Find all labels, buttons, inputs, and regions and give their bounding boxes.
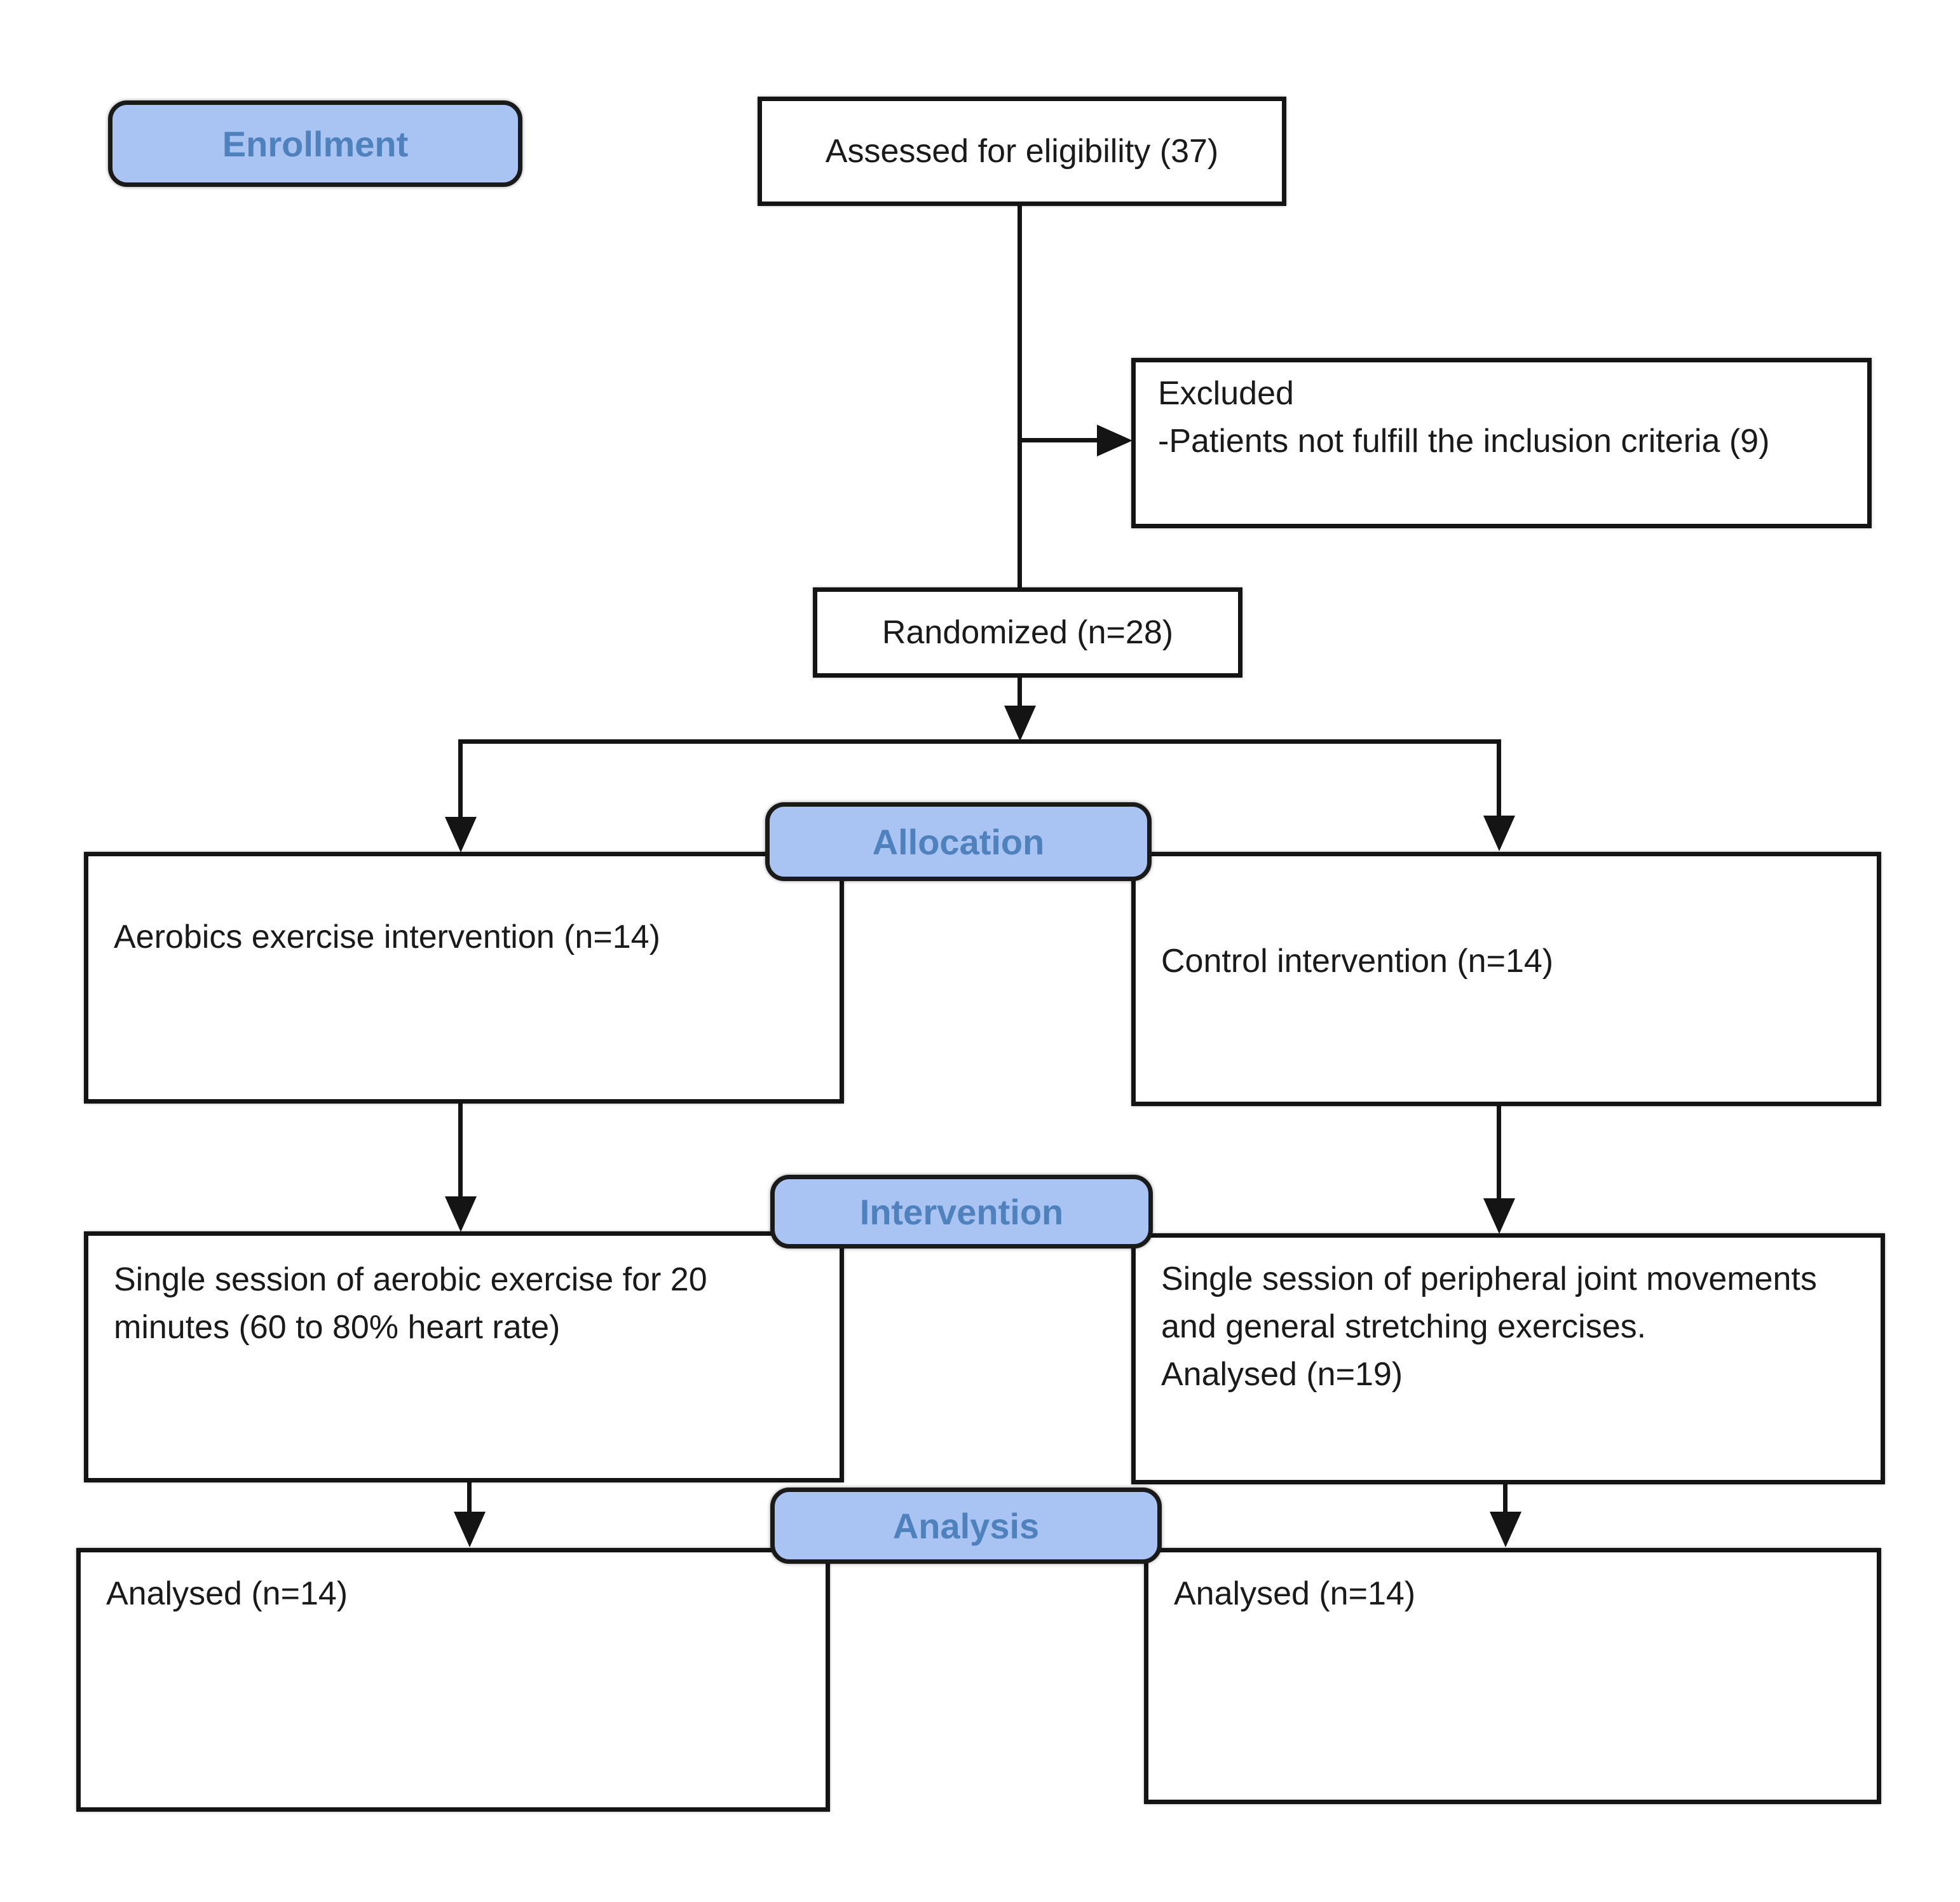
connector-randomized-to-split (1017, 676, 1022, 709)
excluded-title: Excluded (1158, 375, 1294, 412)
connector-allocation-to-intervention-right (1497, 1105, 1501, 1200)
connector-allocation-to-intervention-left (458, 1102, 463, 1198)
intervention-left-line-1: Single session of aerobic exercise for 2… (114, 1261, 707, 1298)
connector-intervention-to-analysed-right (1503, 1483, 1507, 1515)
allocation-stage-pill: Allocation (765, 802, 1152, 881)
connector-intervention-to-analysed-left (467, 1481, 472, 1514)
arrowhead-into-excluded (1097, 425, 1133, 456)
intervention-right-line-2: and general stretching exercises. (1161, 1308, 1647, 1345)
arrowhead-into-intervention-right (1483, 1198, 1515, 1234)
allocation-stage-label: Allocation (872, 821, 1045, 862)
analysis-stage-pill: Analysis (770, 1488, 1162, 1564)
arrowhead-into-intervention-left (445, 1196, 477, 1232)
intervention-right-line-3: Analysed (n=19) (1161, 1355, 1403, 1393)
excluded-box: Excluded -Patients not fulfill the inclu… (1131, 358, 1872, 528)
intervention-left-box: Single session of aerobic exercise for 2… (84, 1231, 844, 1482)
randomized-box: Randomized (n=28) (813, 587, 1242, 678)
allocation-right-text: Control intervention (n=14) (1161, 943, 1554, 980)
assessed-eligibility-box: Assessed for eligibility (37) (758, 97, 1286, 206)
arrowhead-onto-split-line (1004, 706, 1036, 741)
allocation-left-box: Aerobics exercise intervention (n=14) (84, 852, 844, 1104)
analysed-right-text: Analysed (n=14) (1174, 1575, 1416, 1612)
allocation-right-box: Control intervention (n=14) (1131, 852, 1881, 1106)
connector-assessed-to-randomized (1017, 205, 1022, 589)
intervention-stage-pill: Intervention (770, 1175, 1153, 1249)
connector-to-excluded (1017, 438, 1100, 442)
enrollment-stage-pill: Enrollment (108, 100, 522, 187)
intervention-right-line-1: Single session of peripheral joint movem… (1161, 1261, 1817, 1297)
analysis-stage-label: Analysis (892, 1505, 1040, 1546)
enrollment-stage-label: Enrollment (222, 123, 409, 164)
analysed-left-box: Analysed (n=14) (76, 1548, 830, 1812)
assessed-eligibility-text: Assessed for eligibility (37) (825, 132, 1219, 170)
intervention-right-box: Single session of peripheral joint movem… (1131, 1233, 1885, 1484)
split-line (458, 739, 1501, 744)
excluded-reason: -Patients not fulfill the inclusion crit… (1158, 422, 1770, 460)
connector-split-to-allocation-right (1497, 739, 1501, 818)
randomized-text: Randomized (n=28) (881, 613, 1174, 651)
arrowhead-into-analysed-left (454, 1512, 486, 1547)
arrowhead-into-allocation-right (1483, 816, 1515, 851)
arrowhead-into-analysed-right (1490, 1512, 1521, 1547)
connector-split-to-allocation-left (458, 739, 463, 819)
analysed-left-text: Analysed (n=14) (106, 1575, 348, 1612)
allocation-left-text: Aerobics exercise intervention (n=14) (114, 919, 660, 955)
intervention-stage-label: Intervention (859, 1191, 1064, 1232)
arrowhead-into-allocation-left (445, 817, 477, 852)
analysed-right-box: Analysed (n=14) (1144, 1548, 1881, 1804)
intervention-left-line-2: minutes (60 to 80% heart rate) (114, 1308, 561, 1346)
